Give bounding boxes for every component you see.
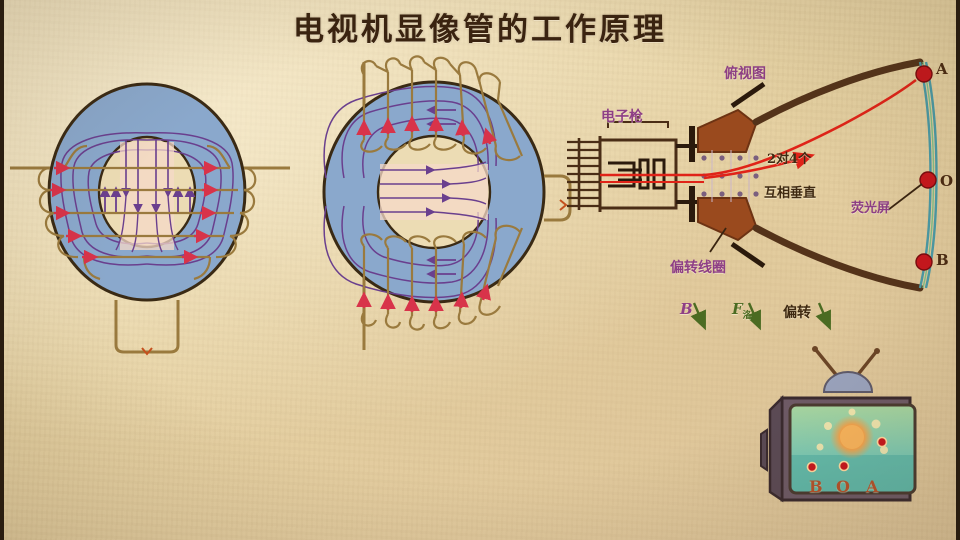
screen-point-label-a: A (936, 60, 948, 78)
tv-screen-label-a: A (866, 477, 879, 496)
diagram-television (760, 346, 917, 503)
label-magnetic-field-symbol: B (680, 300, 693, 318)
label-perpendicular-note: 互相垂直 (764, 186, 817, 201)
diagram-toroid-vertical (10, 82, 290, 356)
label-top-view: 俯视图 (724, 66, 766, 82)
label-electron-gun: 电子枪 (601, 109, 643, 125)
diagram-crt-top-view (567, 58, 938, 331)
screen-point-label-o: O (940, 172, 954, 190)
label-fluorescent-screen: 荧光屏 (851, 201, 891, 216)
physics-illustration (10, 55, 938, 503)
label-deflection-coil: 偏转线圈 (670, 260, 726, 276)
label-pairs-note: 2对4个 (767, 152, 812, 167)
label-lorentz-force-symbol: F洛 (732, 300, 752, 321)
tv-screen-label-b: B (809, 477, 823, 496)
lorentz-force-subscript: 洛 (742, 311, 752, 321)
diagram-toroid-horizontal (322, 55, 572, 350)
label-deflection: 偏转 (783, 305, 811, 321)
page-title: 电视机显像管的工作原理 (293, 12, 667, 48)
lorentz-force-letter: F (732, 300, 743, 318)
tv-screen-label-o: O (836, 477, 850, 496)
screen-point-label-b: B (936, 251, 949, 269)
